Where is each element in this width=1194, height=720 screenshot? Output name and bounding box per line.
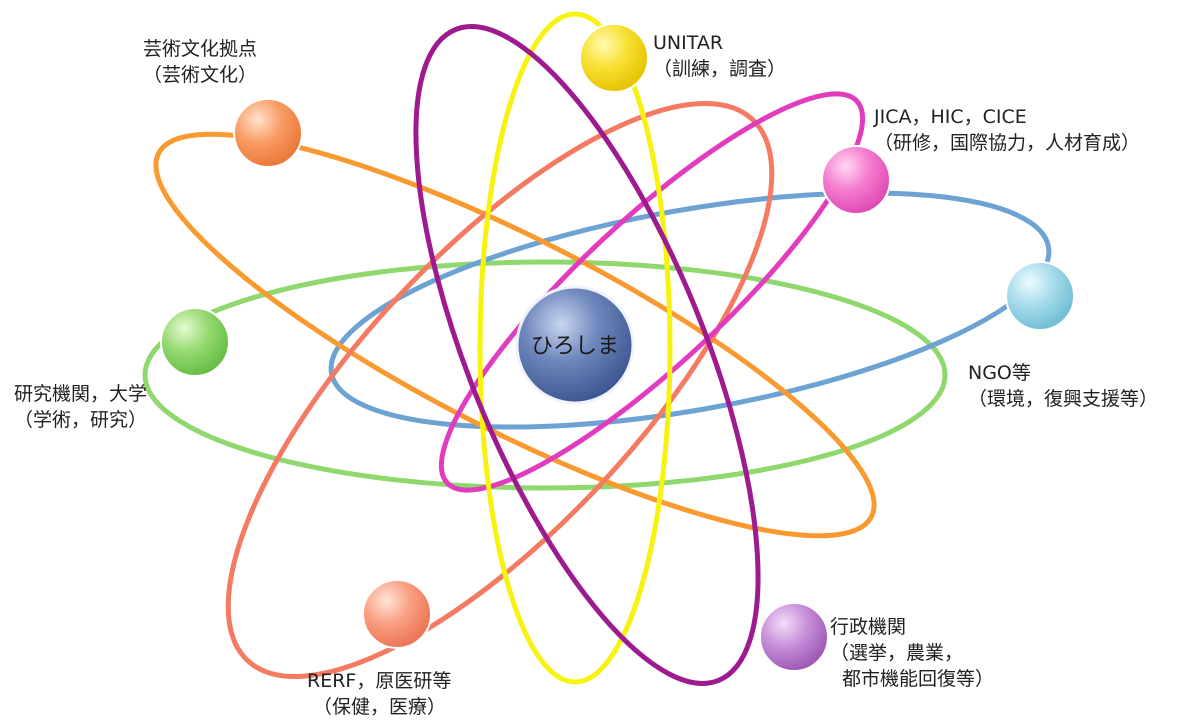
- label-admin-line-2: （選挙，農業，: [830, 642, 964, 664]
- label-unitar-line-1: UNITAR: [653, 32, 724, 54]
- orbit-unitar: [477, 11, 673, 685]
- label-jica: JICA，HIC，CICE （研修，国際協力，人材育成）: [874, 104, 1140, 156]
- label-admin-line-1: 行政機関: [830, 616, 907, 638]
- orbits: [142, 11, 1052, 686]
- orbit-admin: [413, 24, 761, 686]
- node-arts-sphere: [233, 98, 303, 168]
- label-research: 研究機関，大学 （学術，研究）: [14, 381, 147, 433]
- orbit-ngo: [328, 190, 1052, 430]
- label-admin: 行政機関 （選挙，農業， 都市機能回復等）: [830, 614, 994, 692]
- label-rerf-line-2: （保健，医療）: [313, 696, 447, 718]
- label-ngo-line-1: NGO等: [968, 362, 1031, 384]
- node-research-sphere: [160, 307, 230, 377]
- label-research-line-2: （学術，研究）: [14, 409, 148, 431]
- node-unitar-sphere: [579, 23, 649, 93]
- label-jica-line-2: （研修，国際協力，人材育成）: [874, 132, 1141, 154]
- node-admin-sphere: [759, 602, 829, 672]
- label-ngo: NGO等 （環境，復興支援等）: [968, 360, 1158, 412]
- label-arts-line-2: （芸術文化）: [143, 64, 258, 86]
- label-arts: 芸術文化拠点 （芸術文化）: [143, 36, 257, 88]
- center-node: ひろしま: [515, 285, 635, 405]
- orbit-jica: [438, 91, 866, 493]
- orbit-arts: [153, 131, 877, 539]
- node-ngo-sphere: [1005, 261, 1075, 331]
- orbit-rerf: [225, 100, 775, 680]
- orbit-research: [142, 259, 948, 491]
- node-jica-sphere: [821, 145, 891, 215]
- label-arts-line-1: 芸術文化拠点: [143, 38, 258, 60]
- label-unitar: UNITAR （訓練，調査）: [653, 30, 786, 82]
- label-ngo-line-2: （環境，復興支援等）: [968, 388, 1159, 410]
- center-sphere: [515, 285, 635, 405]
- label-admin-line-3: 都市機能回復等）: [842, 668, 995, 690]
- label-jica-line-1: JICA，HIC，CICE: [874, 106, 1027, 128]
- label-rerf: RERF，原医研等 （保健，医療）: [307, 668, 451, 720]
- label-unitar-line-2: （訓練，調査）: [653, 58, 787, 80]
- label-research-line-1: 研究機関，大学: [14, 383, 148, 405]
- nodes: [160, 23, 1075, 672]
- label-rerf-line-1: RERF，原医研等: [307, 670, 452, 692]
- center-label: ひろしま: [531, 334, 619, 359]
- node-rerf-sphere: [362, 579, 432, 649]
